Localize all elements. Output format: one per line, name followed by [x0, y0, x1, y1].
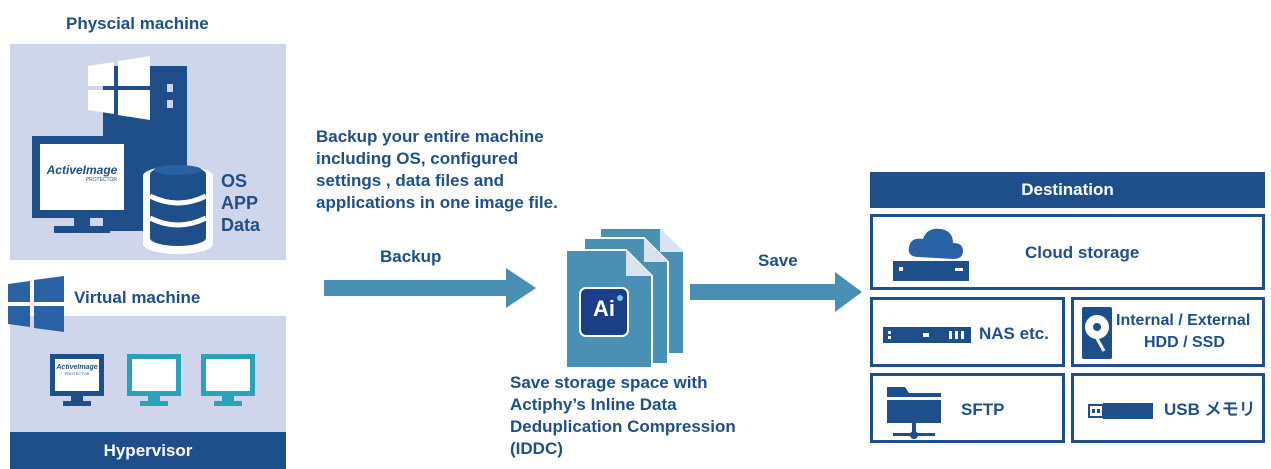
save-label: Save: [758, 251, 798, 270]
windows-logo-icon: [8, 276, 64, 332]
monitor-icon: [127, 354, 181, 406]
cloud-storage-box: Cloud storage: [870, 214, 1265, 290]
backup-description: Backup your entire machine including OS,…: [316, 127, 558, 212]
nas-label: NAS etc.: [979, 324, 1049, 343]
usb-stick-icon: [1088, 403, 1153, 419]
internal-external-box: Internal / External HDD / SSD: [1071, 297, 1265, 367]
iddc-caption: Save storage space with Actiphy’s Inline…: [510, 373, 736, 458]
virtual-machine-title: Virtual machine: [74, 288, 201, 307]
database-icon: [143, 165, 213, 254]
activeimage-logo: ActiveImage PROTECTOR: [46, 163, 118, 183]
usb-box: USB メモリ: [1071, 373, 1265, 443]
image-file-stack-icon: [565, 227, 685, 369]
internal-external-label-1: Internal / External: [1116, 312, 1251, 329]
save-arrow-icon: [690, 272, 862, 312]
windows-logo-icon: [88, 56, 150, 120]
hypervisor-bar: Hypervisor: [10, 432, 286, 469]
folder-network-icon: [887, 387, 941, 439]
monitor-icon: [32, 136, 132, 233]
sftp-box: SFTP: [870, 373, 1065, 443]
os-label: OS: [221, 171, 248, 191]
backup-arrow-icon: [324, 268, 536, 308]
internal-external-label-2: HDD / SSD: [1144, 334, 1225, 351]
data-label: Data: [221, 215, 261, 235]
monitor-icon: [201, 354, 255, 406]
sftp-label: SFTP: [961, 400, 1005, 419]
cloud-storage-icon: [893, 228, 969, 281]
backup-label: Backup: [380, 247, 442, 266]
physical-machine-title: Physcial machine: [66, 14, 209, 33]
physical-machine-panel: ActiveImage PROTECTOR OS APP Data: [10, 44, 286, 260]
monitor-icon: [50, 354, 104, 406]
vm-activeimage-logo: ActiveImage PROTECTOR: [56, 364, 98, 376]
destination-header: Destination: [870, 172, 1265, 208]
hdd-icon: [1082, 307, 1112, 359]
cloud-storage-label: Cloud storage: [1025, 243, 1140, 262]
nas-device-icon: [883, 327, 971, 343]
physical-machine-illustration: [32, 56, 213, 254]
vm-monitors-illustration: [50, 354, 255, 406]
app-label: APP: [221, 193, 259, 213]
nas-box: NAS etc.: [870, 297, 1065, 367]
ai-badge-label: Ai: [593, 296, 615, 321]
usb-label: USB メモリ: [1164, 400, 1256, 419]
